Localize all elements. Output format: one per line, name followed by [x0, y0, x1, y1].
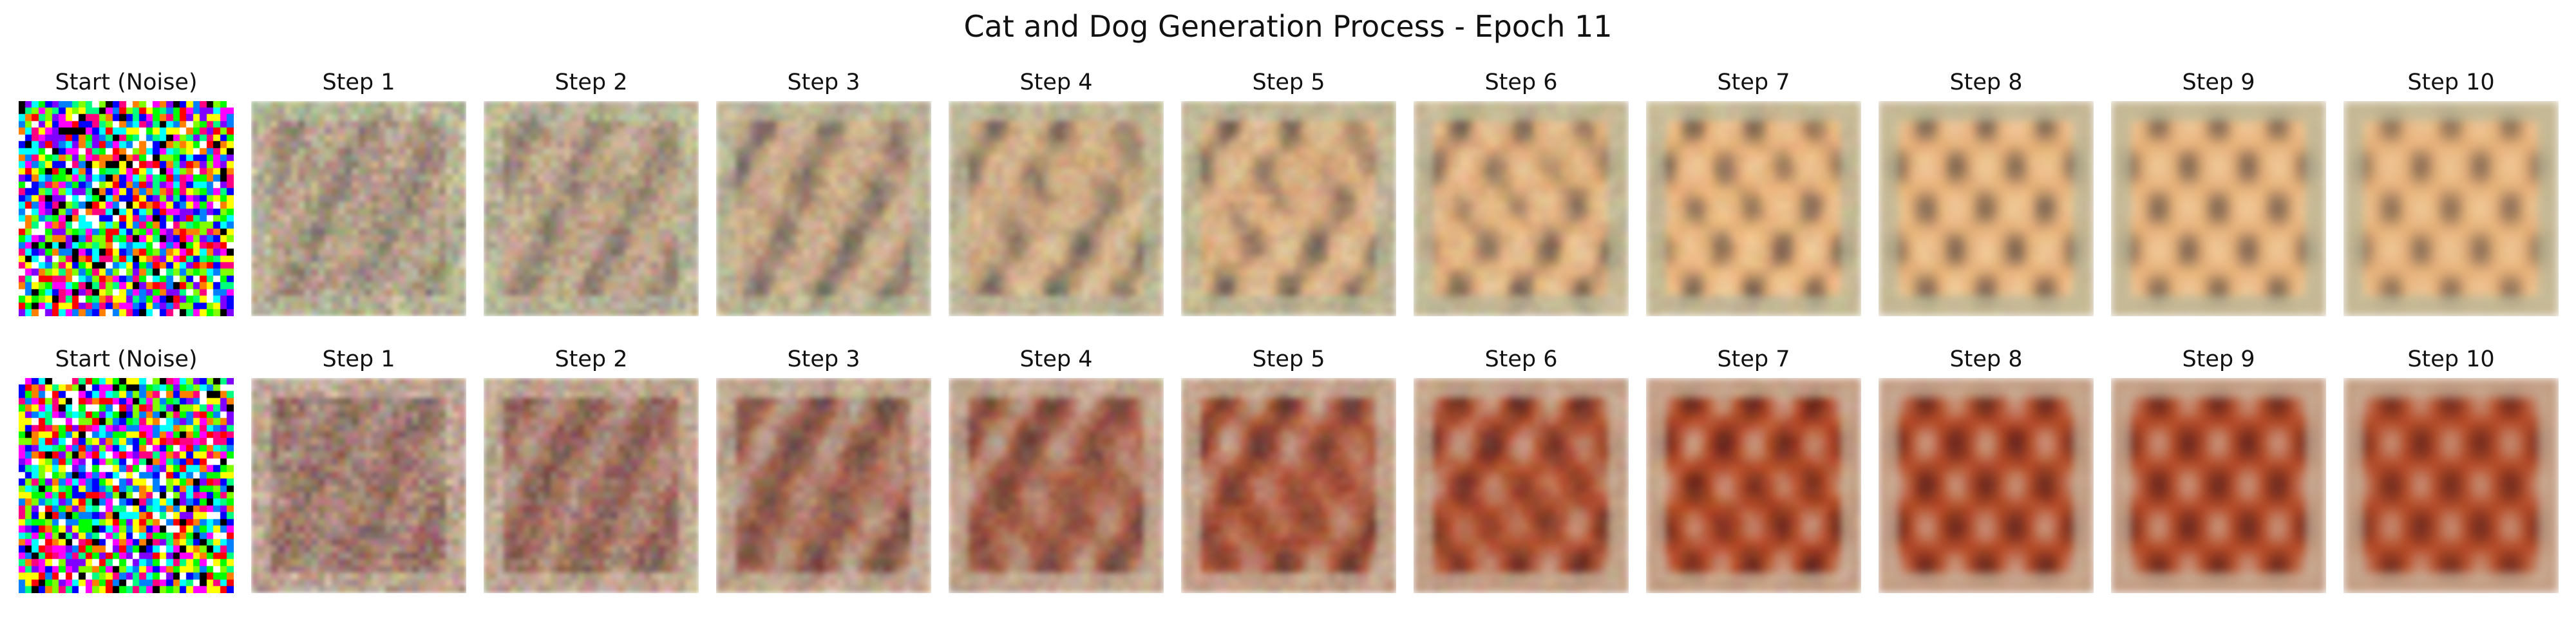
panel-title: Step 8 — [1949, 346, 2023, 372]
generation-row-2: Start (Noise) Step 1 Step 2 Step 3 Step … — [0, 343, 2576, 620]
generated-image — [484, 378, 699, 593]
panel-title: Step 4 — [1019, 346, 1093, 372]
generated-image — [1414, 378, 1629, 593]
generated-image — [716, 101, 931, 316]
panel-title: Step 5 — [1252, 346, 1325, 372]
panel-title: Step 7 — [1717, 346, 1790, 372]
panel-title: Step 9 — [2182, 70, 2255, 95]
generated-image — [1414, 101, 1629, 316]
generated-image — [251, 101, 466, 316]
panel-row1-step-2: Step 2 — [484, 66, 699, 343]
panel-row1-step-4: Step 4 — [949, 66, 1164, 343]
panel-row2-step-1: Step 1 — [251, 343, 466, 620]
generated-image — [949, 101, 1164, 316]
panel-title: Step 10 — [2407, 346, 2495, 372]
panel-row2-step-2: Step 2 — [484, 343, 699, 620]
panel-row1-step-1: Step 1 — [251, 66, 466, 343]
panel-title: Step 6 — [1484, 70, 1558, 95]
panel-row1-step-9: Step 9 — [2111, 66, 2326, 343]
panel-row2-step-8: Step 8 — [1879, 343, 2094, 620]
panel-row1-step-7: Step 7 — [1646, 66, 1861, 343]
panel-title: Step 2 — [554, 70, 628, 95]
panel-title: Step 8 — [1949, 70, 2023, 95]
generated-image — [1181, 378, 1396, 593]
panel-title: Step 9 — [2182, 346, 2255, 372]
panel-row1-step-6: Step 6 — [1414, 66, 1629, 343]
generated-image — [949, 378, 1164, 593]
panel-title: Step 10 — [2407, 70, 2495, 95]
generated-image — [2344, 101, 2559, 316]
panel-title: Step 6 — [1484, 346, 1558, 372]
panel-row2-step-4: Step 4 — [949, 343, 1164, 620]
panel-row2-step-7: Step 7 — [1646, 343, 1861, 620]
generated-image — [251, 378, 466, 593]
panel-title: Step 3 — [787, 346, 860, 372]
panel-title: Step 4 — [1019, 70, 1093, 95]
panel-row2-step-3: Step 3 — [716, 343, 931, 620]
panel-title: Start (Noise) — [55, 70, 198, 95]
panel-title: Step 7 — [1717, 70, 1790, 95]
panel-title: Step 1 — [322, 346, 395, 372]
panel-title: Start (Noise) — [55, 346, 198, 372]
generated-image — [2111, 378, 2326, 593]
panel-row1-start-noise: Start (Noise) — [19, 66, 234, 343]
panel-row2-step-9: Step 9 — [2111, 343, 2326, 620]
generated-image — [1646, 378, 1861, 593]
generated-image — [1181, 101, 1396, 316]
panel-row1-step-10: Step 10 — [2344, 66, 2559, 343]
generated-image — [2344, 378, 2559, 593]
panel-row2-step-5: Step 5 — [1181, 343, 1396, 620]
generated-image — [1879, 101, 2094, 316]
panel-row2-step-6: Step 6 — [1414, 343, 1629, 620]
generated-image — [2111, 101, 2326, 316]
generated-image — [1646, 101, 1861, 316]
generation-row-1: Start (Noise) Step 1 Step 2 Step 3 Step … — [0, 66, 2576, 343]
panel-title: Step 3 — [787, 70, 860, 95]
generated-image — [484, 101, 699, 316]
figure-title: Cat and Dog Generation Process - Epoch 1… — [963, 9, 1613, 44]
panel-row1-step-3: Step 3 — [716, 66, 931, 343]
panel-row2-start-noise: Start (Noise) — [19, 343, 234, 620]
panel-row2-step-10: Step 10 — [2344, 343, 2559, 620]
noise-image — [19, 378, 234, 593]
generated-image — [1879, 378, 2094, 593]
panel-row1-step-8: Step 8 — [1879, 66, 2094, 343]
panel-title: Step 5 — [1252, 70, 1325, 95]
generated-image — [716, 378, 931, 593]
panel-row1-step-5: Step 5 — [1181, 66, 1396, 343]
panel-title: Step 1 — [322, 70, 395, 95]
panel-title: Step 2 — [554, 346, 628, 372]
noise-image — [19, 101, 234, 316]
